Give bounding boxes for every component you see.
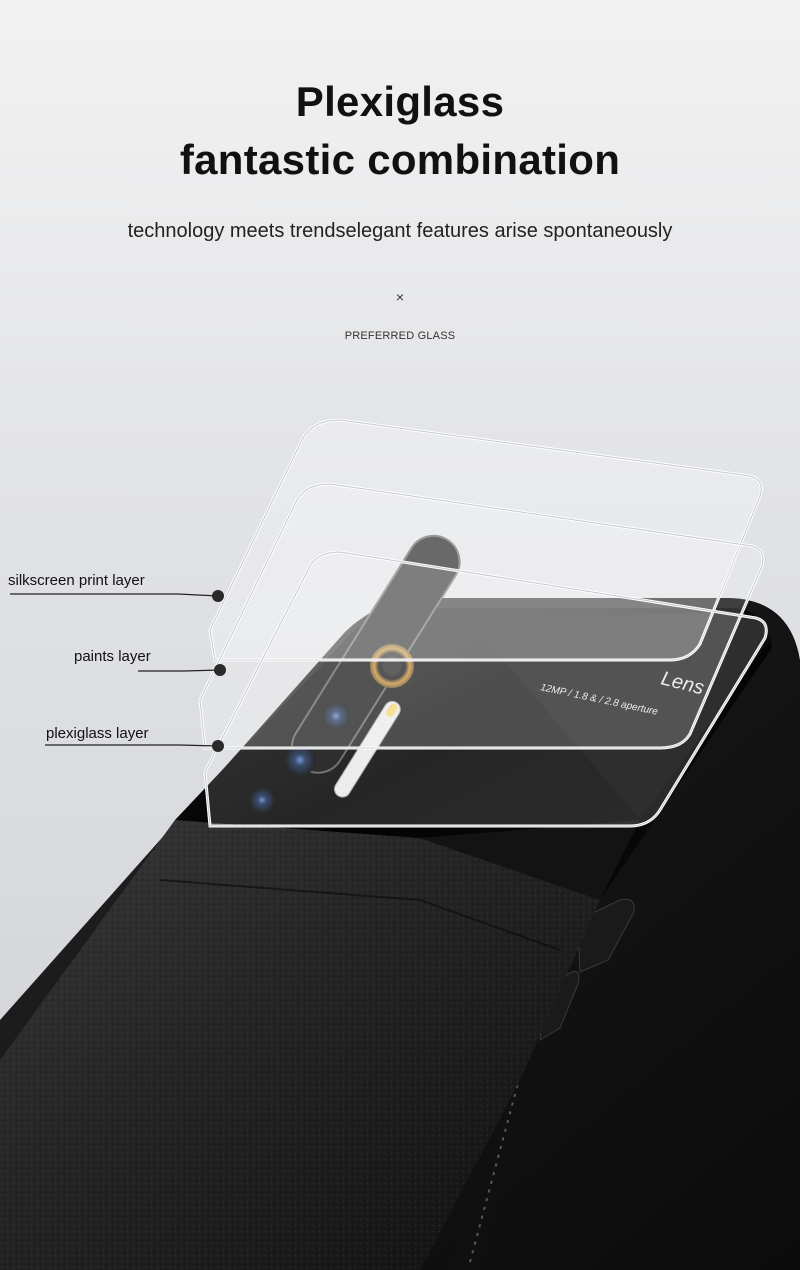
silkscreen-layer-label: silkscreen print layer (8, 572, 145, 589)
glass-layer-bottom (203, 550, 768, 828)
paints-layer-dot (214, 664, 226, 676)
glass-layer-middle (198, 482, 765, 750)
preferred-glass-label: PREFERRED GLASS (344, 330, 456, 342)
heading-line-1: Plexiglass (295, 78, 505, 125)
plexiglass-layer-label: plexiglass layer (46, 725, 149, 742)
lens-icon (284, 744, 316, 776)
heading-line-2: fantastic combination (179, 136, 621, 183)
subtitle: technology meets trendselegant features … (127, 220, 673, 242)
plexiglass-layer-dot (212, 740, 224, 752)
glass-layer-top (208, 418, 763, 662)
leather-panel (0, 820, 600, 1270)
silkscreen-layer-dot (212, 590, 224, 602)
camera-module (249, 534, 461, 813)
lens-icon (322, 702, 350, 730)
lens-icon (249, 787, 275, 813)
leader-lines (10, 590, 226, 752)
cross-symbol: × (395, 289, 405, 305)
paints-layer-label: paints layer (74, 648, 151, 665)
